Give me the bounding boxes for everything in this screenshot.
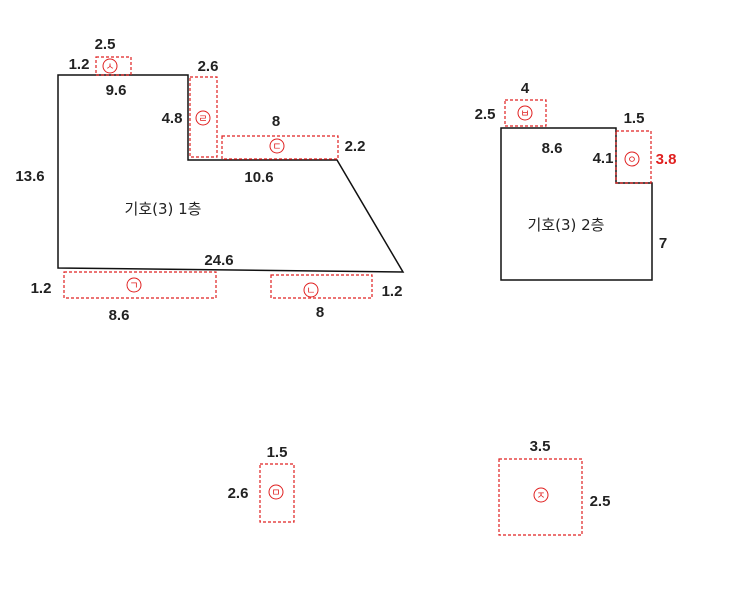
area-bieup-height: 2.5 <box>475 106 496 123</box>
floor1-left-height: 13.6 <box>15 168 44 185</box>
area-ieung-width: 1.5 <box>624 110 645 127</box>
area-digeut-marker-circle <box>269 138 285 154</box>
area-ieung-marker: ㅇ <box>627 155 636 166</box>
area-bieup-marker-circle <box>517 105 533 121</box>
floor1-outline <box>57 74 405 273</box>
area-digeut-width: 8 <box>272 113 280 130</box>
area-rieul-box <box>189 76 218 158</box>
floor1-mid-width: 10.6 <box>244 169 273 186</box>
area-jieut-box <box>498 458 583 536</box>
area-bieup-marker: ㅂ <box>520 109 529 120</box>
area-digeut-box <box>221 135 339 160</box>
area-giyeok-marker-circle <box>126 277 142 293</box>
floor1-notch-height: 4.8 <box>162 110 183 127</box>
area-siot-width: 2.5 <box>95 36 116 53</box>
floor2-outline <box>500 127 653 281</box>
area-digeut-marker: ㄷ <box>272 142 281 153</box>
floor2-right-height: 7 <box>659 235 667 252</box>
floor1-bottom-width: 24.6 <box>204 252 233 269</box>
area-rieul-marker-circle <box>195 110 211 126</box>
area-ieung-box <box>615 130 652 184</box>
area-giyeok-box <box>63 271 217 299</box>
floor1-caption: 기호(3) 1층 <box>125 200 202 218</box>
area-siot-box <box>95 56 132 76</box>
area-giyeok-height: 1.2 <box>31 280 52 297</box>
area-siot-marker-circle <box>102 58 118 74</box>
area-mieum-box <box>259 463 295 523</box>
area-jieut-width: 3.5 <box>530 438 551 455</box>
area-mieum-width: 1.5 <box>267 444 288 461</box>
area-mieum-marker-circle <box>268 484 284 500</box>
area-nieun-box <box>270 274 373 299</box>
area-siot-marker: ㅅ <box>105 62 114 73</box>
area-nieun-marker-circle <box>303 282 319 298</box>
area-nieun-width: 8 <box>316 304 324 321</box>
area-ieung-marker-circle <box>624 151 640 167</box>
area-mieum-marker: ㅁ <box>271 488 280 499</box>
area-rieul-width: 2.6 <box>198 58 219 75</box>
area-giyeok-width: 8.6 <box>109 307 130 324</box>
area-mieum-height: 2.6 <box>228 485 249 502</box>
area-jieut-height: 2.5 <box>590 493 611 510</box>
floor2-notch-height: 4.1 <box>593 150 614 167</box>
floor2-top-width: 8.6 <box>542 140 563 157</box>
area-ieung-height-highlight: 3.8 <box>656 151 677 168</box>
area-nieun-height: 1.2 <box>382 283 403 300</box>
area-giyeok-marker: ㄱ <box>129 281 138 292</box>
area-bieup-box <box>504 99 547 127</box>
area-bieup-width: 4 <box>521 80 530 97</box>
floor1-top-width: 9.6 <box>106 82 127 99</box>
area-jieut-marker-circle <box>533 487 549 503</box>
area-digeut-height: 2.2 <box>345 138 366 155</box>
floor2-caption: 기호(3) 2층 <box>528 216 605 234</box>
area-nieun-marker: ㄴ <box>306 286 315 297</box>
area-siot-height: 1.2 <box>69 56 90 73</box>
area-jieut-marker: ㅈ <box>536 491 545 502</box>
area-rieul-marker: ㄹ <box>198 114 207 125</box>
